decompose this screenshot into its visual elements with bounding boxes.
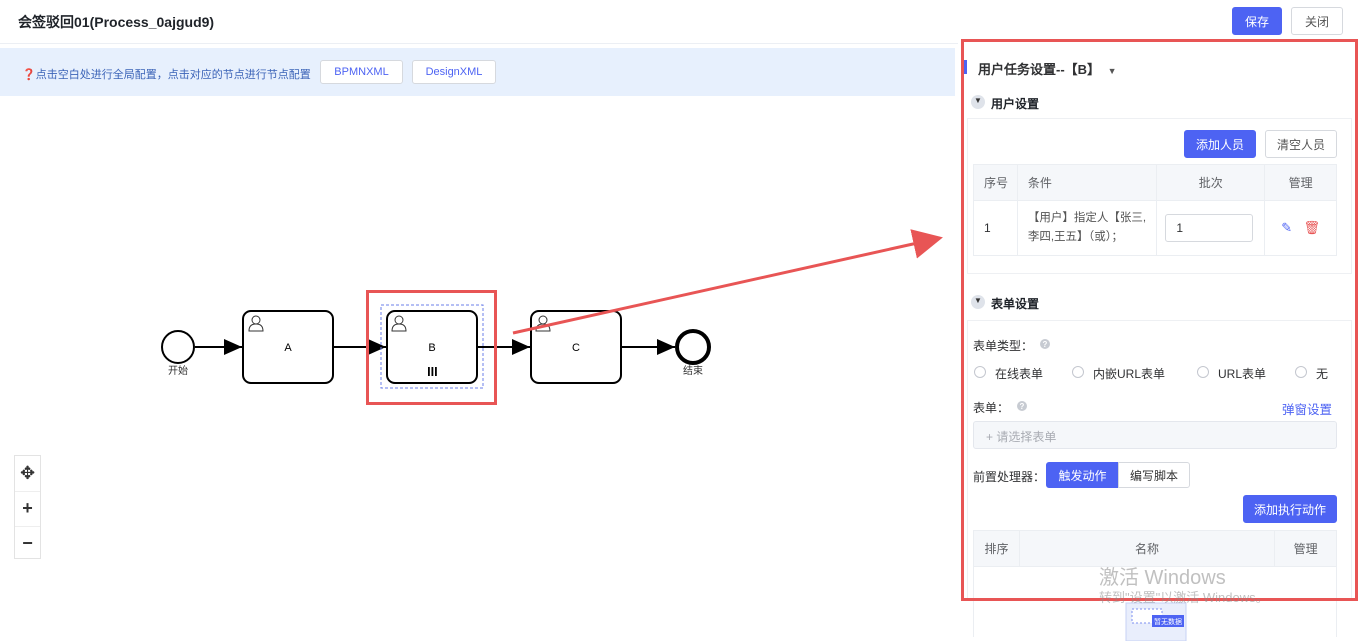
task-c bbox=[530, 310, 622, 384]
empty-row bbox=[973, 566, 1337, 637]
empty-data-illustration: 暂无数据 bbox=[1125, 602, 1187, 641]
add-person-button[interactable]: 添加人员 bbox=[1184, 130, 1256, 158]
start-event-label: 开始 bbox=[168, 364, 188, 377]
edit-icon[interactable]: ✎ bbox=[1281, 220, 1293, 235]
form-settings-heading: 表单设置 bbox=[991, 297, 1040, 311]
help-icon[interactable]: ? bbox=[1017, 401, 1027, 411]
task-a bbox=[242, 310, 334, 384]
user-table: 序号 条件 批次 管理 1 【用户】指定人【张三,李四,王五】（或）； 1 ✎ … bbox=[973, 164, 1337, 256]
designxml-button[interactable]: DesignXML bbox=[412, 60, 496, 84]
tab-trigger-action[interactable]: 触发动作 bbox=[1046, 462, 1119, 488]
move-icon[interactable]: ✥ bbox=[19, 462, 36, 483]
end-event-label: 结束 bbox=[683, 364, 703, 377]
annotation-arrow bbox=[512, 229, 943, 335]
form-type-label: 表单类型： bbox=[973, 339, 1034, 353]
panel-title-text: 用户任务设置--【B】 bbox=[978, 62, 1101, 77]
start-event bbox=[161, 330, 195, 364]
column-header: 名称 bbox=[1018, 530, 1276, 567]
column-header: 排序 bbox=[973, 530, 1020, 567]
column-header: 管理 bbox=[1264, 164, 1337, 201]
radio-url-form[interactable] bbox=[1197, 366, 1209, 378]
watermark-line2: 转到"设置"以激活 Windows。 bbox=[1099, 590, 1269, 605]
tab-write-script[interactable]: 编写脚本 bbox=[1118, 462, 1190, 488]
panel-title[interactable]: 用户任务设置--【B】 ▼ bbox=[978, 59, 1117, 78]
task-b bbox=[386, 310, 478, 384]
radio-online-form[interactable] bbox=[974, 366, 986, 378]
radio-none[interactable] bbox=[1295, 366, 1307, 378]
page-title: 会签驳回01(Process_0ajgud9) bbox=[18, 14, 215, 30]
radio-label[interactable]: 无 bbox=[1316, 367, 1329, 381]
column-header: 批次 bbox=[1156, 164, 1266, 201]
zoom-out-icon[interactable]: − bbox=[15, 526, 40, 560]
user-settings-heading: 用户设置 bbox=[991, 97, 1040, 111]
row-index: 1 bbox=[973, 200, 1018, 256]
app-header bbox=[0, 0, 1360, 44]
task-b-label: B bbox=[428, 342, 435, 354]
task-a-label: A bbox=[284, 342, 292, 354]
collapse-icon[interactable]: ▼ bbox=[971, 295, 985, 309]
preprocessor-label: 前置处理器： bbox=[973, 470, 1046, 484]
caret-down-icon[interactable]: ▼ bbox=[1107, 66, 1117, 76]
task-c-label: C bbox=[572, 342, 580, 354]
radio-label[interactable]: URL表单 bbox=[1218, 367, 1267, 381]
selection-outline bbox=[380, 304, 484, 389]
radio-label[interactable]: 在线表单 bbox=[995, 367, 1044, 381]
delete-icon[interactable]: 🗑 bbox=[1303, 220, 1321, 235]
form-select-input[interactable]: + 请选择表单 bbox=[973, 421, 1337, 449]
column-header: 管理 bbox=[1274, 530, 1337, 567]
row-condition: 【用户】指定人【张三,李四,王五】（或）； bbox=[1016, 200, 1158, 256]
end-event bbox=[675, 329, 711, 365]
bpmnxml-button[interactable]: BPMNXML bbox=[320, 60, 403, 84]
radio-embedded-url-form[interactable] bbox=[1072, 366, 1084, 378]
popup-settings-link[interactable]: 弹窗设置 bbox=[1282, 403, 1333, 417]
panel-title-accent bbox=[964, 60, 967, 74]
batch-input[interactable]: 1 bbox=[1165, 214, 1254, 242]
save-button[interactable]: 保存 bbox=[1232, 7, 1282, 35]
column-header: 序号 bbox=[973, 164, 1018, 201]
table-row: 1 【用户】指定人【张三,李四,王五】（或）； 1 ✎ 🗑 bbox=[973, 200, 1337, 256]
close-button[interactable]: 关闭 bbox=[1291, 7, 1343, 35]
hint-text: ❓点击空白处进行全局配置，点击对应的节点进行节点配置 bbox=[22, 69, 311, 81]
parallel-multi-instance-icon bbox=[428, 367, 437, 376]
zoom-controls: ✥ + − bbox=[14, 455, 41, 559]
form-label: 表单： bbox=[973, 401, 1010, 415]
bpmn-canvas[interactable]: 开始 A B C 结束 bbox=[0, 96, 955, 641]
empty-badge-text: 暂无数据 bbox=[1154, 617, 1182, 626]
radio-label[interactable]: 内嵌URL表单 bbox=[1093, 367, 1166, 381]
collapse-icon[interactable]: ▼ bbox=[971, 95, 985, 109]
help-icon[interactable]: ? bbox=[1040, 339, 1050, 349]
column-header: 条件 bbox=[1016, 164, 1158, 201]
clear-persons-button[interactable]: 清空人员 bbox=[1265, 130, 1337, 158]
action-table: 排序 名称 管理 bbox=[973, 530, 1337, 637]
watermark-line1: 激活 Windows bbox=[1099, 567, 1226, 589]
zoom-in-icon[interactable]: + bbox=[15, 491, 40, 525]
add-action-button[interactable]: 添加执行动作 bbox=[1243, 495, 1337, 523]
